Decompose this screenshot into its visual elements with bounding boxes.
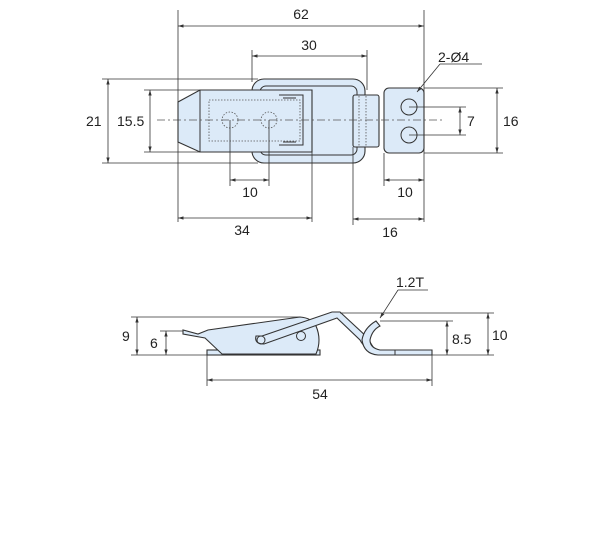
dim-keeper-hole-offset: 10 — [397, 184, 413, 200]
side-view: 1.2T 9 6 8.5 10 54 — [122, 274, 508, 402]
dim-overall-width: 21 — [86, 113, 102, 129]
dim-closed-length: 54 — [312, 386, 328, 402]
thickness-callout: 1.2T — [396, 274, 424, 290]
dim-lever-height: 6 — [150, 335, 158, 351]
dim-dotted-hole-spacing: 10 — [242, 184, 258, 200]
latch-body-side — [182, 316, 320, 355]
dim-overall-height: 10 — [492, 327, 508, 343]
keeper-side — [361, 320, 433, 356]
dim-keeper-length: 16 — [382, 224, 398, 240]
dim-hook-height: 8.5 — [452, 331, 472, 347]
dim-latch-length: 34 — [234, 222, 250, 238]
latch-plate — [177, 89, 313, 153]
dim-loop-length: 30 — [301, 37, 317, 53]
dim-overall-length: 62 — [293, 6, 309, 22]
dim-latch-height: 9 — [122, 328, 130, 344]
dim-plate-width: 15.5 — [117, 113, 144, 129]
keeper-plate — [383, 87, 425, 154]
top-view: 62 30 2-Ø4 21 15.5 7 16 10 — [86, 6, 519, 240]
hole-callout: 2-Ø4 — [438, 49, 469, 65]
dim-hole-spacing: 7 — [467, 113, 475, 129]
dim-keeper-width: 16 — [503, 113, 519, 129]
